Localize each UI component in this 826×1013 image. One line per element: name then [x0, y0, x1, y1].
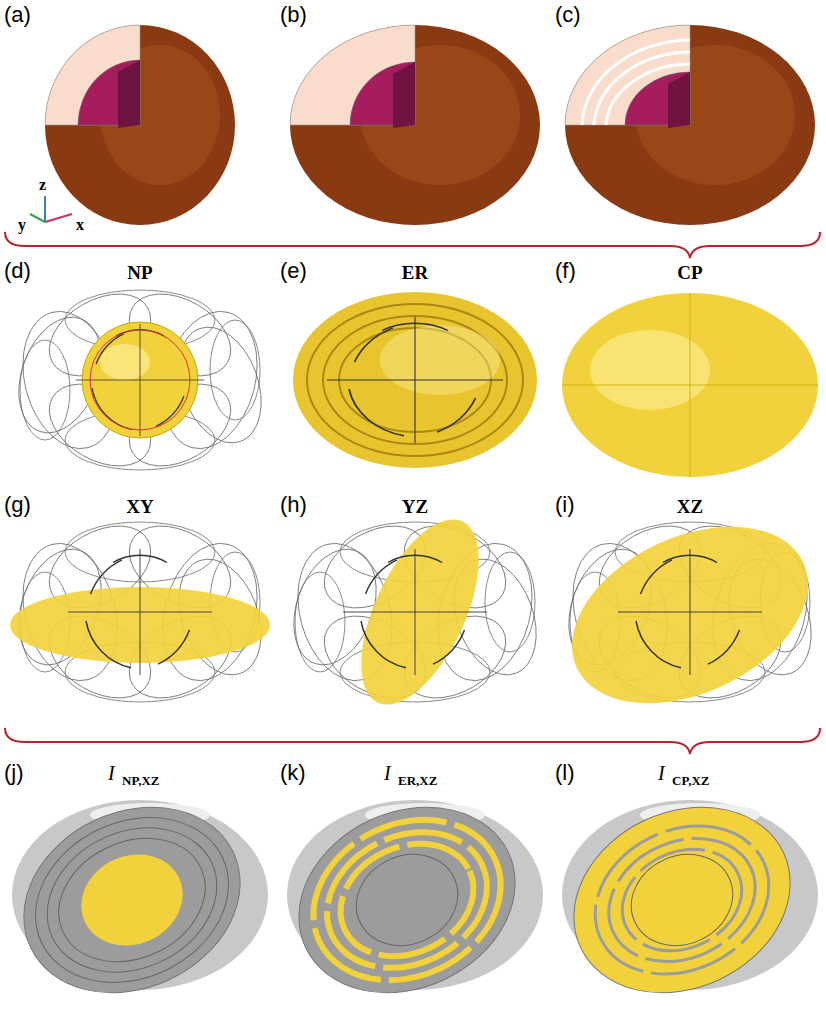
- axis-label: y: [18, 216, 26, 234]
- panel-letter: (d): [4, 258, 31, 284]
- axis-label: z: [39, 176, 46, 194]
- current-subscript: CP,XZ: [672, 773, 709, 789]
- current-symbol: I: [108, 762, 115, 785]
- panel-title: NP: [127, 262, 152, 284]
- panel-letter: (j): [4, 760, 24, 786]
- panel-title: ER: [402, 262, 428, 284]
- panel-title: CP: [677, 262, 702, 284]
- panel-letter: (l): [555, 760, 575, 786]
- panel-letter: (g): [4, 492, 31, 518]
- panel-letter: (f): [555, 258, 576, 284]
- panel-letter: (k): [280, 760, 306, 786]
- panel-letter: (c): [555, 2, 581, 28]
- panel-letter: (i): [555, 492, 575, 518]
- panel-letter: (h): [280, 492, 307, 518]
- panel-letter: (e): [280, 258, 307, 284]
- axis-label: x: [76, 216, 84, 234]
- current-subscript: NP,XZ: [122, 773, 159, 789]
- current-subscript: ER,XZ: [398, 773, 437, 789]
- panel-title: XY: [126, 496, 153, 518]
- panel-title: YZ: [402, 496, 428, 518]
- panel-letter: (b): [280, 2, 307, 28]
- current-symbol: I: [658, 762, 665, 785]
- panel-title: XZ: [677, 496, 703, 518]
- panel-letter: (a): [4, 2, 31, 28]
- current-symbol: I: [384, 762, 391, 785]
